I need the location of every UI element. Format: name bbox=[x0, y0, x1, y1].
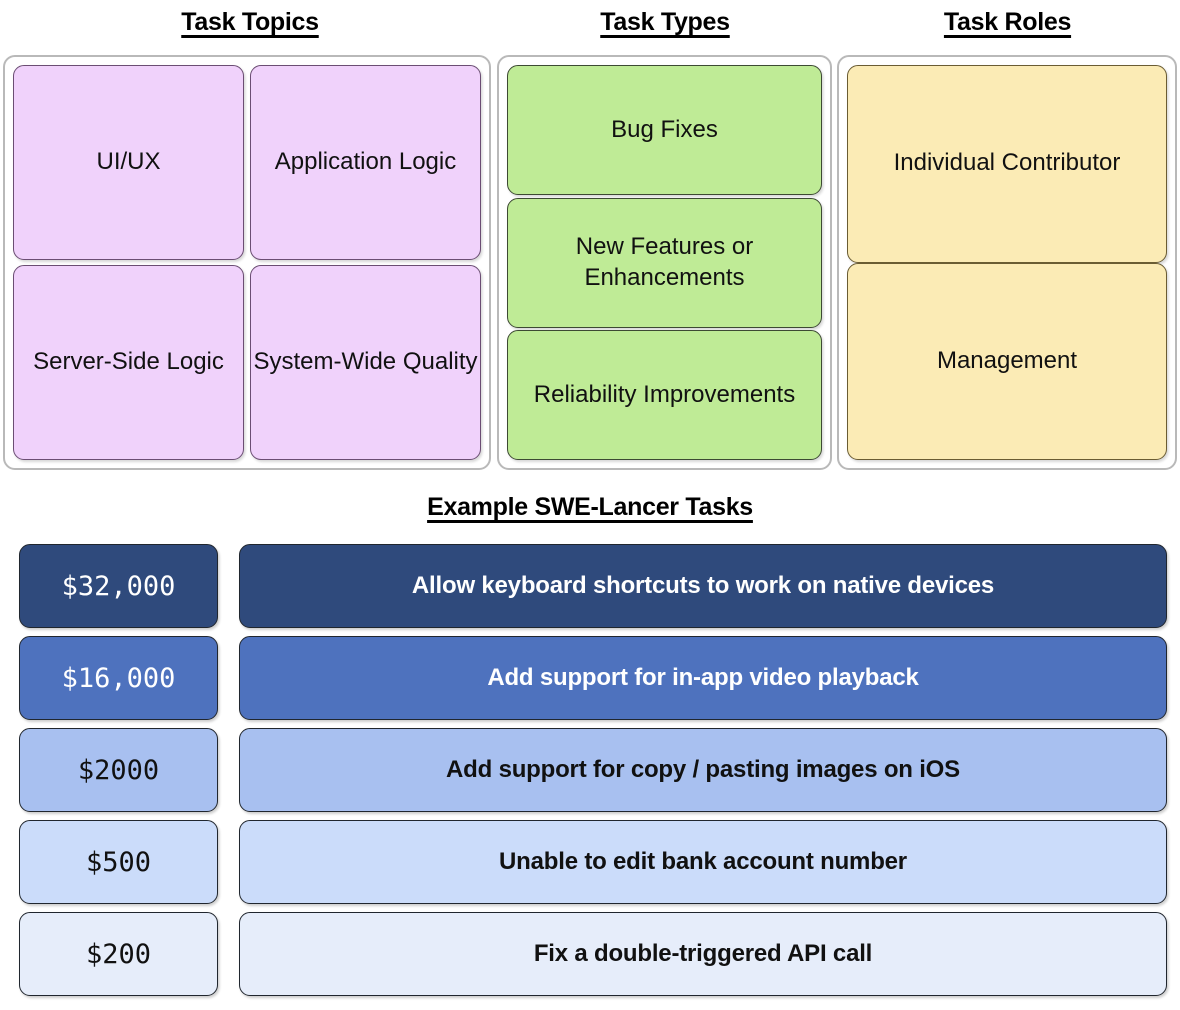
card-label: Reliability Improvements bbox=[533, 380, 796, 408]
card-label: UI/UX bbox=[96, 148, 161, 176]
task-price-badge: $32,000 bbox=[19, 544, 218, 628]
task-price-badge: $16,000 bbox=[19, 636, 218, 720]
card-label: Management bbox=[936, 346, 1078, 374]
group-task-roles: Individual Contributor Management bbox=[837, 55, 1177, 470]
card-label: System-Wide Quality bbox=[253, 348, 478, 376]
card-ui-ux: UI/UX bbox=[13, 65, 244, 260]
card-label: Bug Fixes bbox=[611, 115, 718, 143]
card-bug-fixes: Bug Fixes bbox=[507, 65, 822, 195]
task-description: Allow keyboard shortcuts to work on nati… bbox=[239, 544, 1167, 628]
card-system-wide-quality: System-Wide Quality bbox=[250, 265, 481, 460]
example-task-list: $32,000 Allow keyboard shortcuts to work… bbox=[0, 544, 1180, 1006]
column-headers: Task Topics Task Types Task Roles bbox=[0, 8, 1180, 50]
task-description: Fix a double-triggered API call bbox=[239, 912, 1167, 996]
task-price-badge: $200 bbox=[19, 912, 218, 996]
card-application-logic: Application Logic bbox=[250, 65, 481, 260]
task-price-badge: $500 bbox=[19, 820, 218, 904]
card-label: Individual Contributor bbox=[893, 149, 1121, 177]
group-task-types: Bug Fixes New Features or Enhancements R… bbox=[497, 55, 832, 470]
task-description: Add support for in-app video playback bbox=[239, 636, 1167, 720]
card-label: New Features or Enhancements bbox=[575, 232, 754, 291]
task-row: $500 Unable to edit bank account number bbox=[0, 820, 1180, 904]
card-management: Management bbox=[847, 262, 1167, 460]
task-description: Add support for copy / pasting images on… bbox=[239, 728, 1167, 812]
card-reliability-improvements: Reliability Improvements bbox=[507, 330, 822, 460]
group-task-topics: UI/UX Application Logic Server-Side Logi… bbox=[3, 55, 491, 470]
card-individual-contributor: Individual Contributor bbox=[847, 65, 1167, 263]
task-row: $2000 Add support for copy / pasting ima… bbox=[0, 728, 1180, 812]
column-title-task-roles: Task Roles bbox=[943, 8, 1072, 36]
examples-section-title: Example SWE-Lancer Tasks bbox=[427, 493, 753, 521]
card-new-features-or-enhancements: New Features or Enhancements bbox=[507, 197, 822, 328]
card-label: Application Logic bbox=[274, 148, 457, 176]
task-row: $32,000 Allow keyboard shortcuts to work… bbox=[0, 544, 1180, 628]
column-title-task-types: Task Types bbox=[600, 8, 730, 36]
card-label: Server-Side Logic bbox=[33, 348, 224, 376]
card-server-side-logic: Server-Side Logic bbox=[13, 265, 244, 460]
task-row: $16,000 Add support for in-app video pla… bbox=[0, 636, 1180, 720]
task-description: Unable to edit bank account number bbox=[239, 820, 1167, 904]
task-row: $200 Fix a double-triggered API call bbox=[0, 912, 1180, 996]
column-title-task-topics: Task Topics bbox=[181, 8, 319, 36]
task-price-badge: $2000 bbox=[19, 728, 218, 812]
